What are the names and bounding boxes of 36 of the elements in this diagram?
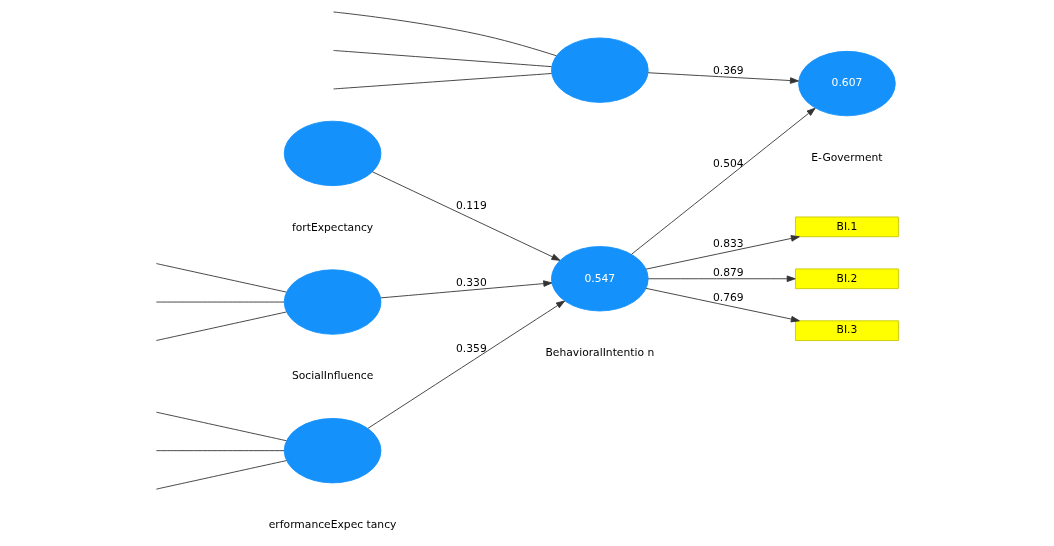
arrow — [371, 171, 561, 261]
node-box: BI.2 — [795, 268, 899, 290]
arrow — [380, 280, 553, 299]
node-circle — [283, 417, 382, 484]
connector — [155, 311, 287, 341]
connector — [155, 460, 287, 490]
edge-label: 0.833 — [712, 237, 744, 251]
connector — [333, 73, 552, 90]
node-box: BI.1 — [795, 216, 899, 238]
connector — [155, 450, 285, 452]
node-box: BI.3 — [795, 320, 899, 341]
node-label: fortExpectancy — [291, 220, 374, 234]
node-label: erformanceExpec tancy — [268, 517, 397, 531]
arrow — [647, 275, 796, 283]
arrow — [367, 300, 566, 429]
edge-label: 0.769 — [712, 290, 744, 304]
edge-label: 0.504 — [712, 156, 744, 170]
connector — [155, 263, 287, 293]
node-label: SocialInfluence — [291, 369, 374, 383]
node-circle — [283, 269, 382, 335]
edge-label: 0.330 — [456, 276, 487, 290]
arrow — [645, 235, 800, 270]
arrow — [647, 72, 799, 84]
connector — [333, 50, 552, 68]
node-circle — [283, 120, 382, 187]
edge-label: 0.369 — [712, 64, 744, 78]
connector — [155, 411, 287, 442]
edge-label: 0.119 — [456, 199, 487, 213]
arrow — [645, 287, 800, 323]
edge-label: 0.359 — [456, 341, 487, 355]
node-label: E-Goverment — [811, 150, 883, 164]
connector — [333, 11, 557, 57]
edge-label: 0.879 — [712, 265, 744, 279]
node-label: BehavioralIntentio n — [545, 345, 655, 359]
arrow — [631, 107, 816, 255]
node-circle — [551, 37, 649, 103]
